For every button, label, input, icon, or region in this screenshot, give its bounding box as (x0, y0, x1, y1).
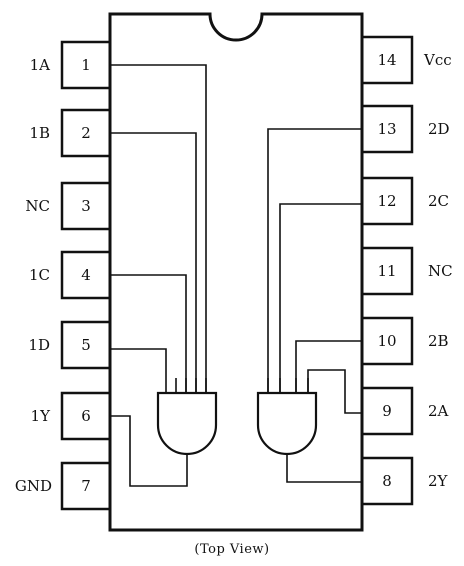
pin-box-9 (360, 386, 414, 436)
pin-label-1Y: 1Y (31, 407, 52, 425)
wire-2D (267, 128, 362, 393)
pin-box-3 (60, 181, 112, 231)
pin-label-NC-right: NC (428, 262, 453, 280)
pin-label-2A: 2A (428, 402, 449, 420)
pin-box-7 (60, 461, 112, 511)
wire-1C (110, 274, 187, 393)
pin-number-6: 6 (81, 407, 91, 425)
pin-label-2B: 2B (428, 332, 449, 350)
gate-2-wiring (267, 128, 362, 483)
pin-box-12 (360, 176, 414, 226)
pin-label-2C: 2C (428, 192, 449, 210)
chip-body (108, 12, 364, 532)
gate-1-wiring (110, 64, 207, 487)
pin-number-14: 14 (377, 51, 396, 69)
gate-1-input-stubs (175, 378, 207, 393)
pin-label-NC-left: NC (25, 197, 50, 215)
wire-1A (110, 64, 207, 393)
pin-box-5 (60, 320, 112, 370)
pin-label-Vcc: Vcc (423, 51, 452, 69)
pin-box-8 (360, 456, 414, 506)
wire-2C (279, 203, 362, 393)
pin-number-8: 8 (382, 472, 392, 490)
wire-2Y (286, 452, 362, 483)
wire-2B (295, 340, 362, 393)
pin-label-1C: 1C (29, 266, 50, 284)
pin-number-2: 2 (81, 124, 91, 142)
pin-number-10: 10 (377, 332, 396, 350)
pin-label-2D: 2D (428, 120, 450, 138)
and-gate-2 (256, 391, 318, 456)
pin-label-1B: 1B (29, 124, 50, 142)
pin-number-7: 7 (81, 477, 91, 495)
and-gate-1 (156, 391, 218, 456)
pin-label-2Y: 2Y (428, 472, 449, 490)
pin-box-11 (360, 246, 414, 296)
pin-number-5: 5 (81, 336, 91, 354)
pin-label-1D: 1D (28, 336, 50, 354)
pin-number-3: 3 (81, 197, 91, 215)
gate-2-input-stubs (267, 378, 309, 393)
pin-label-GND: GND (15, 477, 52, 495)
wire-1B (110, 132, 197, 393)
wire-1D (110, 348, 176, 394)
pin-label-1A: 1A (30, 56, 51, 74)
pin-number-4: 4 (81, 266, 91, 284)
wire-2A (307, 369, 362, 414)
right-pin-boxes (360, 35, 414, 506)
pin-number-1: 1 (81, 56, 91, 74)
wire-1Y (110, 415, 188, 487)
pin-number-13: 13 (377, 120, 396, 138)
pin-number-11: 11 (377, 262, 396, 280)
pin-box-14 (360, 35, 414, 85)
pin-number-12: 12 (377, 192, 396, 210)
view-caption: (Top View) (194, 542, 270, 557)
caption-text: Top View (199, 542, 265, 557)
pin-number-9: 9 (382, 402, 392, 420)
